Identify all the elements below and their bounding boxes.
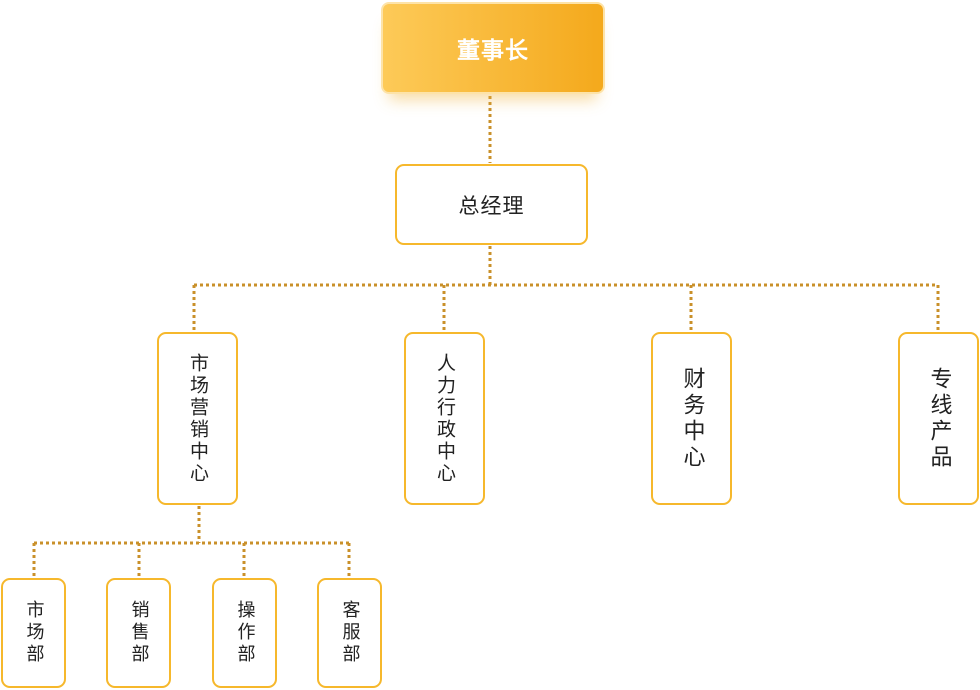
finance-center-label: 财务中心: [679, 366, 705, 471]
marketing-center-node: 市场营销中心: [157, 332, 238, 505]
finance-center-node: 财务中心: [651, 332, 732, 505]
customer-service-department-node: 客服部: [317, 578, 382, 688]
hr-admin-center-label: 人力行政中心: [434, 352, 456, 485]
customer-service-department-label: 客服部: [339, 600, 361, 666]
chairman-label: 董事长: [457, 38, 529, 64]
general-manager-label: 总经理: [458, 193, 525, 218]
hr-admin-center-node: 人力行政中心: [404, 332, 485, 505]
operations-department-label: 操作部: [234, 600, 256, 666]
special-line-product-label: 专线产品: [926, 366, 952, 471]
sales-department-node: 销售部: [106, 578, 171, 688]
special-line-product-node: 专线产品: [898, 332, 979, 505]
market-department-node: 市场部: [1, 578, 66, 688]
chairman-node: 董事长: [381, 2, 605, 94]
general-manager-node: 总经理: [395, 164, 588, 245]
marketing-center-label: 市场营销中心: [187, 352, 209, 485]
operations-department-node: 操作部: [212, 578, 277, 688]
market-department-label: 市场部: [23, 600, 45, 666]
sales-department-label: 销售部: [128, 600, 150, 666]
